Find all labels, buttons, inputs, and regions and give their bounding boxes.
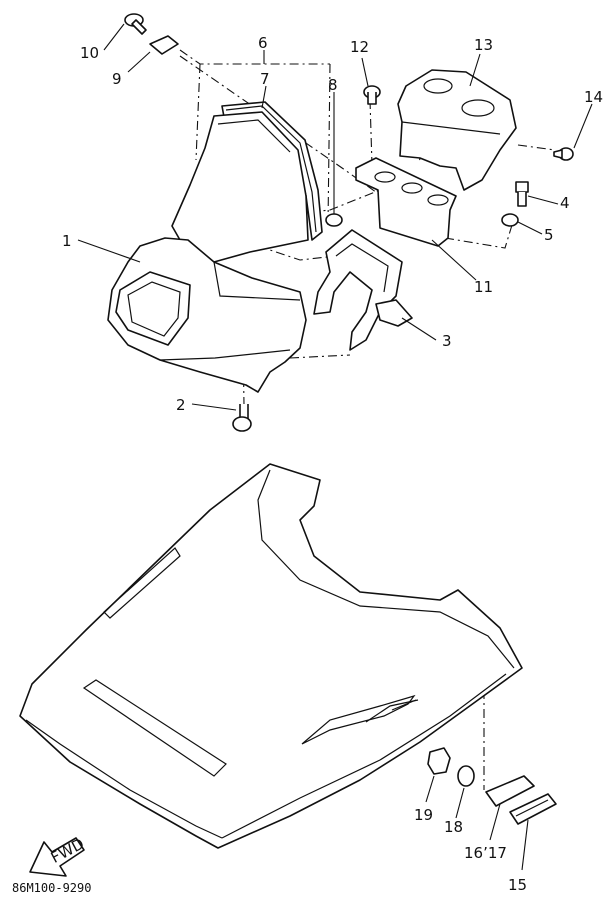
windshield-screen xyxy=(171,111,309,263)
label-19: 19 xyxy=(414,806,433,824)
fwd-arrow: FWD xyxy=(29,835,87,877)
label-10: 10 xyxy=(80,44,99,62)
meter-cover xyxy=(397,69,517,191)
label-5: 5 xyxy=(544,226,554,244)
front-fairing xyxy=(19,463,523,849)
cowl-stay xyxy=(313,229,403,351)
label-13: 13 xyxy=(474,36,493,54)
screw-14 xyxy=(553,147,574,161)
collar-5 xyxy=(501,213,519,227)
grommet-8 xyxy=(325,213,343,227)
label-6: 6 xyxy=(258,34,268,52)
label-15: 15 xyxy=(508,876,527,894)
fwd-arrow-text: FWD xyxy=(48,835,87,867)
part-labels: 1 2 3 4 5 6 7 8 9 10 11 12 13 14 15 16’1… xyxy=(62,34,603,894)
label-11: 11 xyxy=(474,278,493,296)
stay-tab xyxy=(375,299,413,327)
bracket-plate xyxy=(355,157,457,247)
label-14: 14 xyxy=(584,88,603,106)
label-7: 7 xyxy=(260,70,270,88)
label-4: 4 xyxy=(560,194,570,212)
bolt-10 xyxy=(124,13,147,35)
label-8: 8 xyxy=(328,76,338,94)
bolt-2 xyxy=(232,404,252,432)
label-1: 1 xyxy=(62,232,72,250)
clip-9 xyxy=(149,35,179,55)
label-3: 3 xyxy=(442,332,452,350)
bolt-4 xyxy=(515,181,529,207)
label-16-17: 16’17 xyxy=(464,844,507,862)
reflector-15 xyxy=(509,793,557,825)
label-9: 9 xyxy=(112,70,122,88)
assembly-lines xyxy=(179,49,556,790)
screw-12 xyxy=(363,85,381,105)
reflector-bracket xyxy=(485,775,535,807)
label-leaders xyxy=(77,23,593,871)
label-18: 18 xyxy=(444,818,463,836)
diagram-code: 86M100-9290 xyxy=(12,881,91,895)
nut-19 xyxy=(427,747,451,775)
washer-18 xyxy=(457,765,475,787)
label-2: 2 xyxy=(176,396,186,414)
label-12: 12 xyxy=(350,38,369,56)
